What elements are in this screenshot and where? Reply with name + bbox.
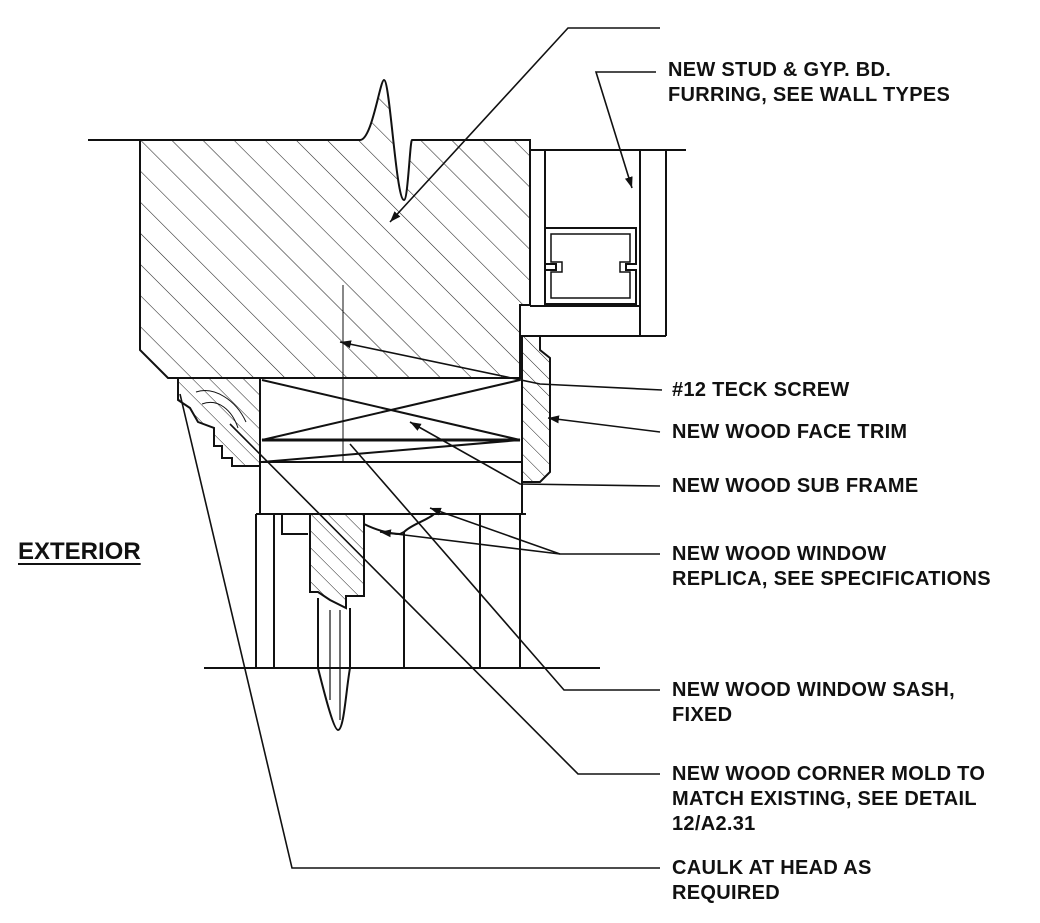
note-line: FURRING, SEE WALL TYPES [668,84,951,106]
note-line: #12 TECK SCREW [672,379,850,401]
note-line: FIXED [672,704,733,726]
note-window-replica: NEW WOOD WINDOW REPLICA, SEE SPECIFICATI… [672,542,991,592]
note-line: 12/A2.31 [672,813,756,835]
leader-corner-mold [229,423,660,775]
leader-wall [389,27,660,223]
note-corner-mold: NEW WOOD CORNER MOLD TO MATCH EXISTING, … [672,762,1038,837]
note-line: NEW WOOD FACE TRIM [672,421,908,443]
note-line: REQUIRED [672,882,780,904]
note-line: NEW STUD & GYP. BD. [668,59,892,81]
note-caulk: CAULK AT HEAD AS REQUIRED [672,856,872,906]
note-line: CAULK AT HEAD AS [672,857,872,879]
note-teck-screw: #12 TECK SCREW [672,378,850,403]
face-trim [521,335,551,483]
note-line: NEW WOOD WINDOW SASH, [672,679,955,701]
note-line: NEW WOOD WINDOW [672,543,887,565]
leader-teck-screw [339,340,663,391]
note-sub-frame: NEW WOOD SUB FRAME [672,474,919,499]
leader-face-trim [547,415,661,433]
leader-sub-frame [409,421,661,487]
window-frame [204,513,600,669]
exterior-label: EXTERIOR [18,538,141,565]
stud-furring [522,149,686,337]
existing-wall-section [88,78,531,379]
leader-stud-furring [594,71,656,189]
note-line: REPLICA, SEE SPECIFICATIONS [672,568,991,590]
window-sash [309,513,365,732]
corner-mold [177,377,261,467]
note-face-trim: NEW WOOD FACE TRIM [672,420,907,445]
leader-caulk [179,393,660,869]
note-line: NEW WOOD CORNER MOLD TO [672,763,986,785]
leader-window-sash [349,443,660,691]
note-window-sash: NEW WOOD WINDOW SASH, FIXED [672,678,955,728]
note-line: MATCH EXISTING, SEE DETAIL [672,788,977,810]
note-line: NEW WOOD SUB FRAME [672,475,919,497]
note-stud-furring: NEW STUD & GYP. BD. FURRING, SEE WALL TY… [668,58,950,108]
leader-lines [179,27,663,869]
leader-window-replica-2 [379,529,561,555]
